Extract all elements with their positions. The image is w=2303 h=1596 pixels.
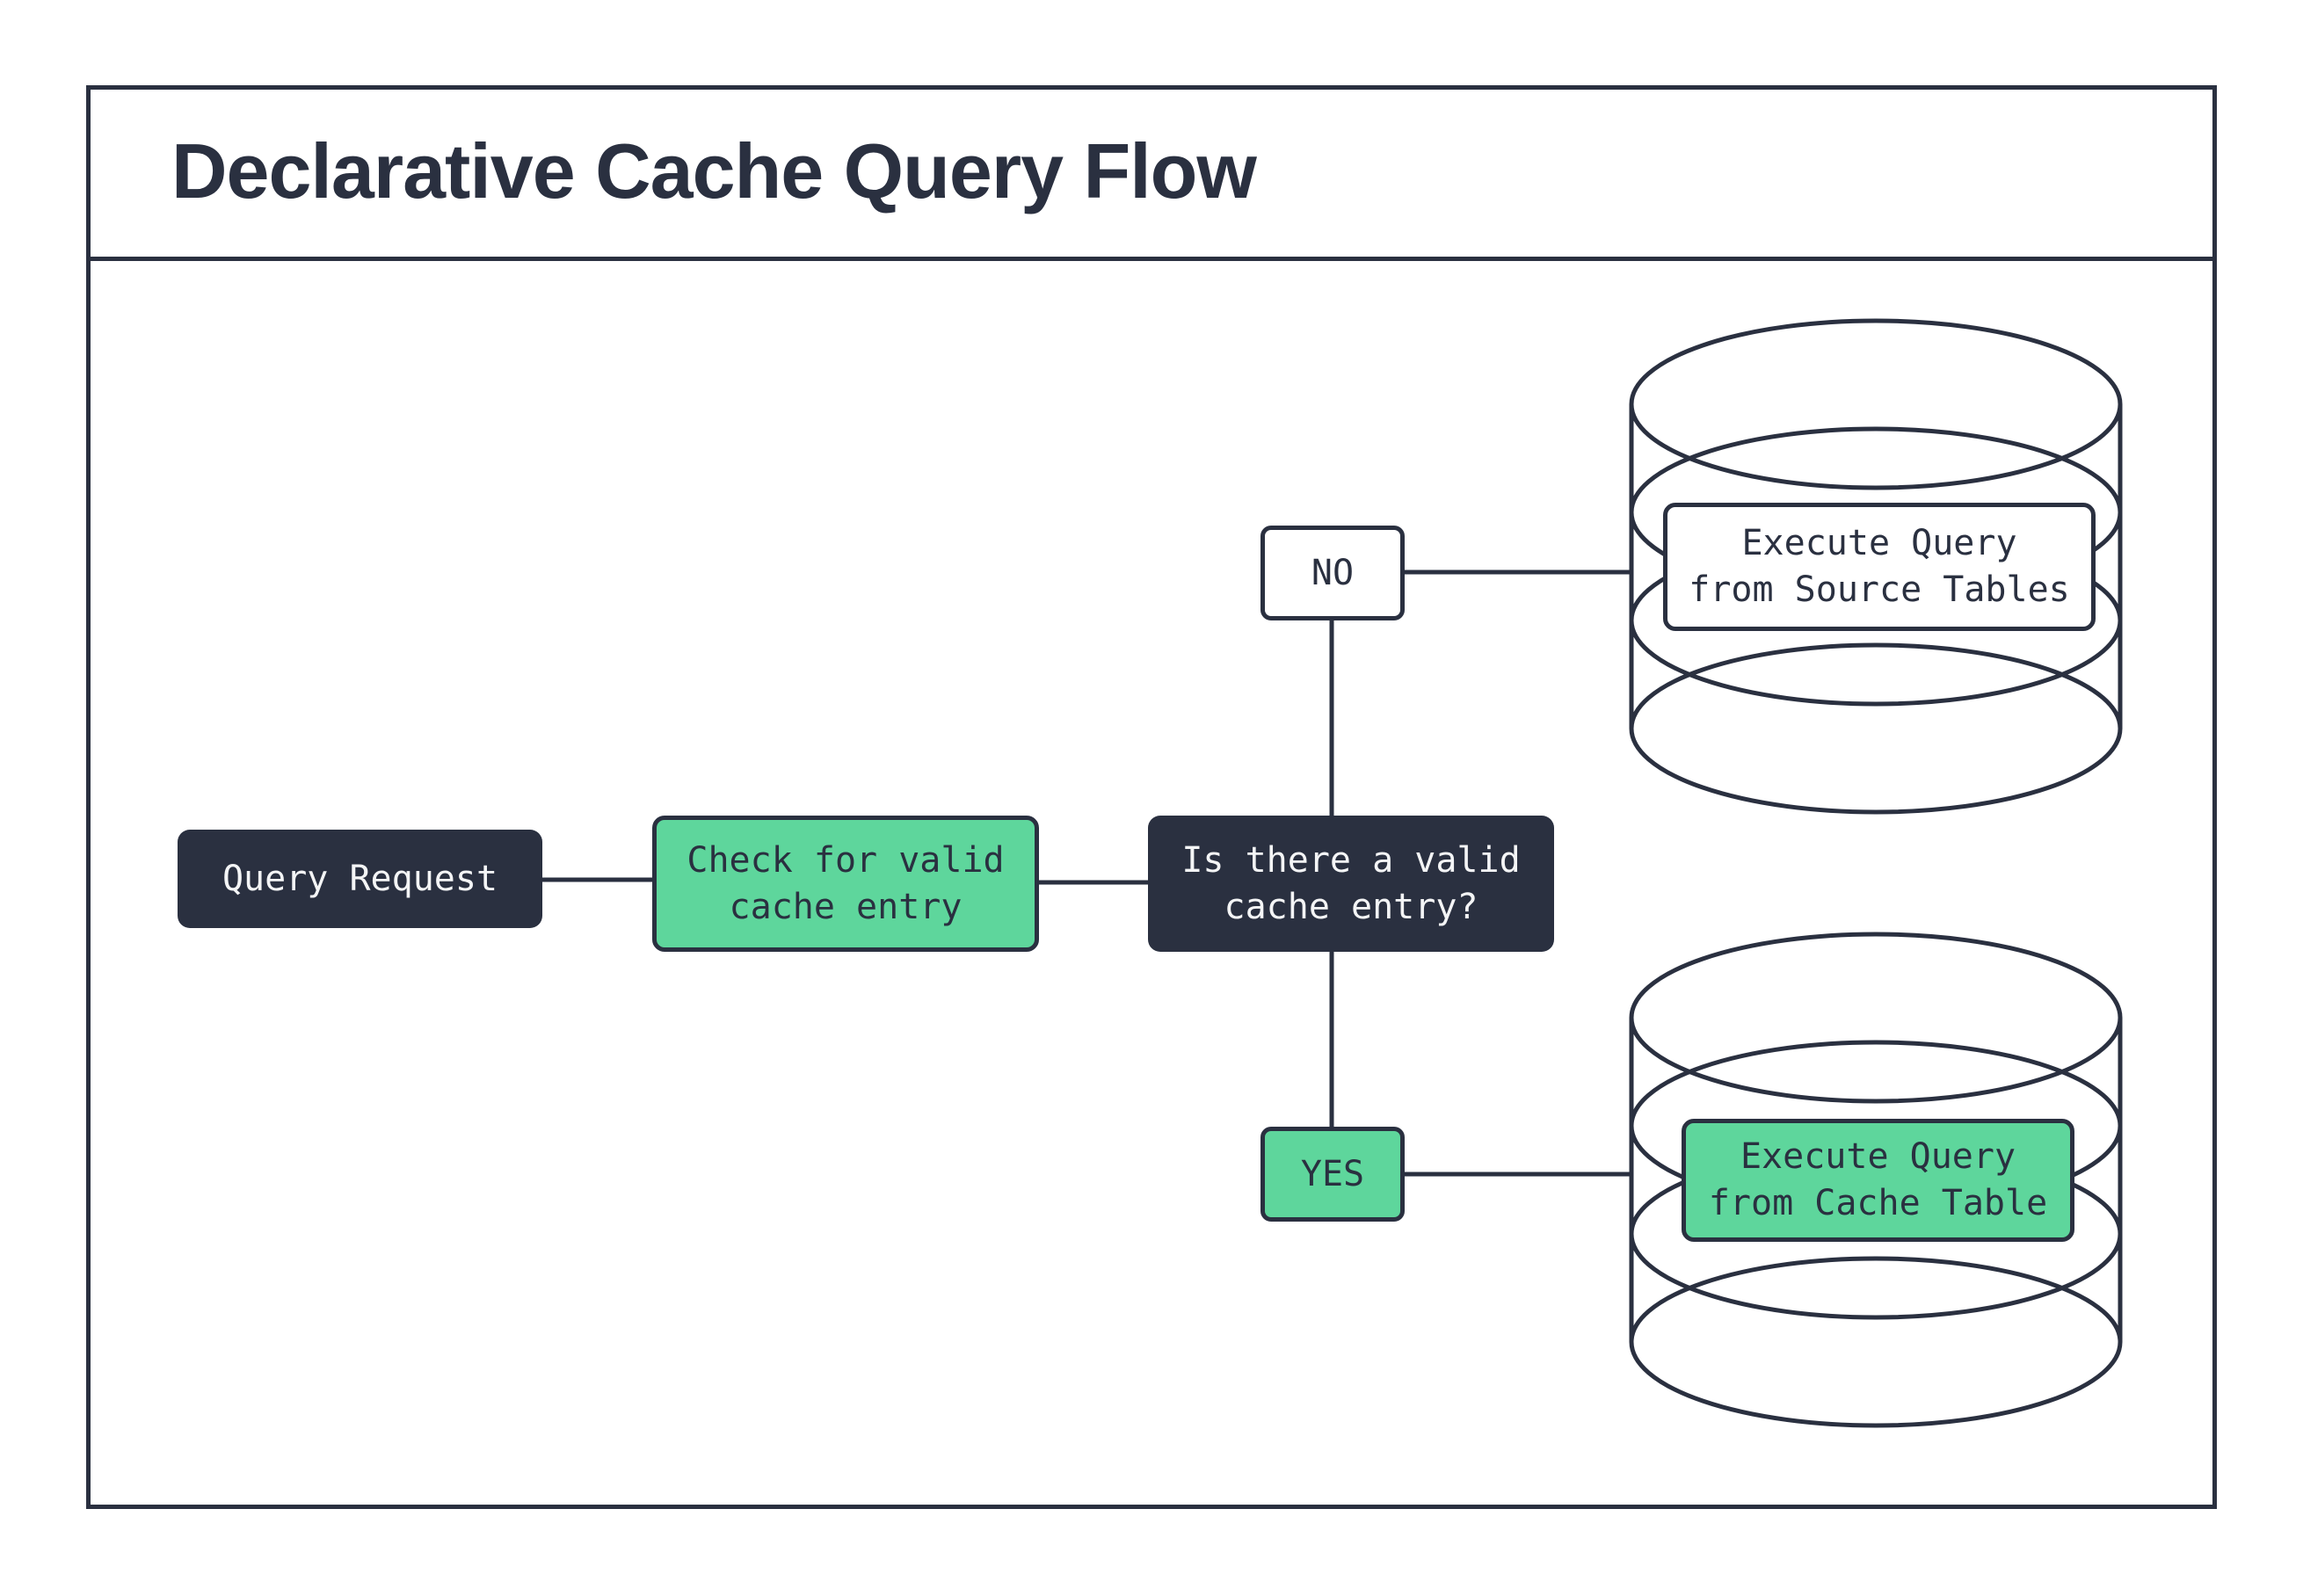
node-execute-source: Execute Query from Source Tables (1663, 503, 2096, 631)
node-query-request-label: Query Request (222, 858, 498, 899)
node-decision-label: Is there a valid cache entry? (1181, 839, 1521, 927)
node-check-cache: Check for valid cache entry (652, 816, 1039, 952)
node-execute-cache-label: Execute Query from Cache Table (1708, 1136, 2048, 1223)
node-no-branch: NO (1260, 526, 1405, 620)
node-yes-branch-label: YES (1300, 1153, 1365, 1194)
node-yes-branch: YES (1260, 1127, 1405, 1222)
node-query-request: Query Request (178, 830, 542, 928)
node-no-branch-label: NO (1311, 552, 1355, 593)
diagram-title: Declarative Cache Query Flow (171, 127, 1257, 214)
node-decision: Is there a valid cache entry? (1148, 816, 1554, 952)
node-execute-cache: Execute Query from Cache Table (1682, 1119, 2074, 1242)
header: Declarative Cache Query Flow (86, 85, 2217, 261)
node-execute-source-label: Execute Query from Source Tables (1689, 523, 2070, 610)
node-check-cache-label: Check for valid cache entry (687, 839, 1005, 927)
